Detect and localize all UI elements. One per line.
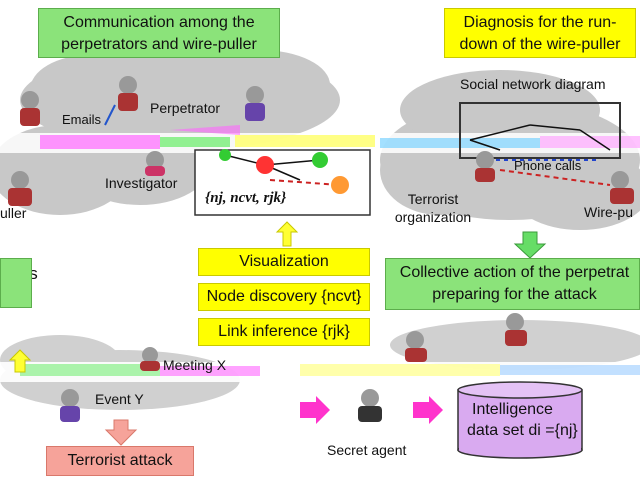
motion-band-lower	[0, 362, 640, 382]
down-arrow-green	[513, 231, 547, 259]
email-arrow	[104, 104, 116, 126]
phone-calls-label: Phone calls	[514, 158, 582, 173]
phone-call-link	[499, 169, 611, 186]
center-dashed-link	[269, 179, 341, 186]
emails-label: Emails	[62, 112, 102, 127]
terrorist-attack-box: Terrorist attack	[46, 446, 194, 476]
puller-fragment-label: uller	[0, 205, 27, 221]
magenta-arrow-2	[413, 396, 443, 424]
person-icon	[140, 347, 160, 371]
network-links	[469, 124, 611, 151]
terrorist-organization-label: Terrorist organization	[394, 191, 472, 225]
left-yellow-arrow	[8, 349, 32, 373]
wire-puller-icon	[610, 171, 634, 204]
pink-glow	[170, 125, 240, 135]
network-node	[312, 152, 328, 168]
person-icon	[20, 91, 40, 126]
visualization-step: Visualization	[198, 248, 370, 276]
magenta-arrow-1	[300, 396, 330, 424]
person-icon	[60, 389, 80, 422]
person-icon	[405, 331, 427, 362]
intelligence-label-line1: Intelligence	[472, 401, 553, 418]
secret-agent-label: Secret agent	[327, 442, 407, 458]
network-node	[219, 149, 231, 161]
intelligence-label-line2: data set di ={nj}	[467, 422, 578, 439]
collective-action-box: Collective action of the perpetrat prepa…	[385, 258, 640, 310]
secret-agent-icon	[358, 389, 382, 422]
node-discovery-step: Node discovery {ncvt}	[198, 283, 370, 311]
notation-label: {nj, ncvt, rjk}	[205, 190, 287, 206]
investigator-label: Investigator	[105, 175, 178, 191]
meeting-x-label: Meeting X	[163, 357, 227, 373]
person-icon	[505, 313, 527, 346]
terrorist-icon	[475, 151, 495, 182]
intelligence-cylinder	[457, 381, 583, 459]
perpetrators-box-fragment	[0, 258, 32, 308]
link-inference-step: Link inference {rjk}	[198, 318, 370, 346]
network-node	[256, 156, 274, 174]
wire-puller-fragment-label: Wire-pu	[584, 204, 634, 220]
up-arrow-yellow	[275, 221, 299, 247]
event-y-label: Event Y	[95, 391, 144, 407]
perpetrator-label: Perpetrator	[150, 100, 221, 116]
upper-left-cloud	[0, 44, 340, 215]
diagnosis-title: Diagnosis for the run-down of the wire-p…	[444, 8, 636, 58]
person-icon	[8, 171, 32, 206]
investigator-icon	[145, 151, 165, 176]
person-icon	[245, 86, 265, 121]
person-icon	[118, 76, 138, 111]
network-frame	[459, 102, 621, 159]
down-arrow-red	[104, 419, 138, 446]
network-node	[331, 176, 349, 194]
social-network-diagram-label: Social network diagram	[460, 76, 606, 92]
communication-title: Communication among the perpetrators and…	[38, 8, 280, 58]
